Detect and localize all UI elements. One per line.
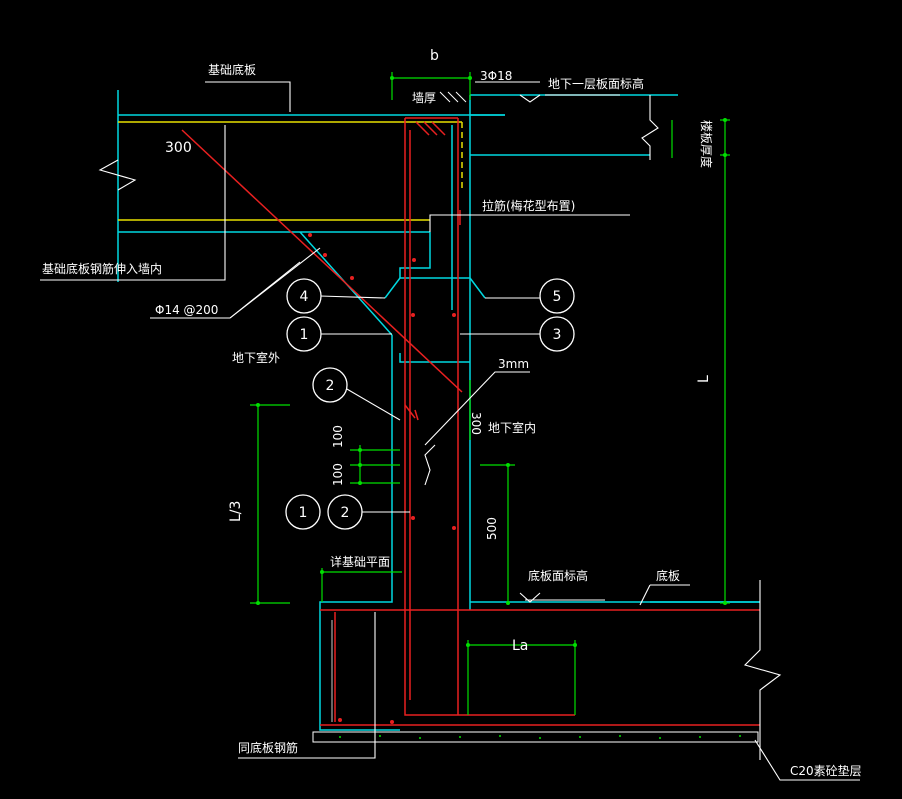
svg-text:5: 5 — [553, 289, 562, 305]
wall-thickness-hatch — [439, 91, 467, 103]
svg-text:3: 3 — [553, 327, 562, 343]
callout-5: 5 — [539, 278, 575, 314]
label-anchor-into-wall: 基础底板钢筋伸入墙内 — [42, 261, 162, 276]
svg-text:4: 4 — [300, 289, 309, 305]
callout-1-lower: 1 — [285, 494, 321, 530]
label-dim-300-mid: 300 — [469, 412, 483, 435]
callout-1-upper: 1 — [286, 316, 322, 352]
label-same-slab-rebar: 同底板钢筋 — [238, 740, 298, 755]
label-dim-100b: 100 — [331, 463, 345, 486]
dimension-lines — [250, 72, 730, 715]
label-dim-L: L — [696, 375, 712, 383]
label-bottom-slab: 底板 — [656, 568, 680, 583]
annotation-labels: 基础底板 b 3Φ18 墙厚 地下一层板面标高 楼板厚度 300 基础底板钢筋伸… — [42, 48, 862, 778]
svg-text:2: 2 — [341, 505, 350, 521]
label-slab-thickness: 楼板厚度 — [699, 120, 714, 168]
label-inside: 地下室内 — [488, 420, 536, 435]
label-bottom-slab-level: 底板面标高 — [528, 568, 588, 583]
rebar-dots — [308, 233, 456, 724]
label-top-bars: 3Φ18 — [480, 69, 512, 83]
svg-text:1: 1 — [299, 505, 308, 521]
label-wall-thickness: 墙厚 — [412, 91, 436, 105]
label-outside: 地下室外 — [232, 350, 280, 365]
label-see-foundation-plan: 详基础平面 — [330, 554, 390, 569]
label-c20-cushion: C20素砼垫层 — [790, 763, 862, 778]
label-dim-500: 500 — [485, 517, 499, 540]
label-3mm: 3mm — [498, 357, 529, 371]
label-dim-100a: 100 — [331, 425, 345, 448]
label-rebar-spec: Φ14 @200 — [155, 303, 218, 317]
label-level-b1-slab: 地下一层板面标高 — [548, 76, 644, 91]
label-dim-l3: L/3 — [228, 501, 244, 522]
leader-lines — [40, 81, 860, 781]
label-dim-la: La — [512, 638, 528, 654]
svg-text:1: 1 — [300, 327, 309, 343]
wall-rebar — [181, 117, 760, 726]
callout-2-upper: 2 — [312, 367, 348, 403]
callout-4: 4 — [286, 278, 322, 314]
callout-2-lower: 2 — [327, 494, 363, 530]
dimension-ticks — [256, 76, 727, 647]
label-tie-bar: 拉筋(梅花型布置) — [482, 198, 575, 213]
callout-3: 3 — [539, 316, 575, 352]
label-foundation-slab: 基础底板 — [208, 62, 256, 77]
svg-text:2: 2 — [326, 378, 335, 394]
c20-cushion-layer — [312, 731, 759, 743]
label-dim-b: b — [430, 48, 439, 64]
label-dim-300-top: 300 — [165, 140, 192, 156]
concrete-outlines — [117, 90, 760, 731]
